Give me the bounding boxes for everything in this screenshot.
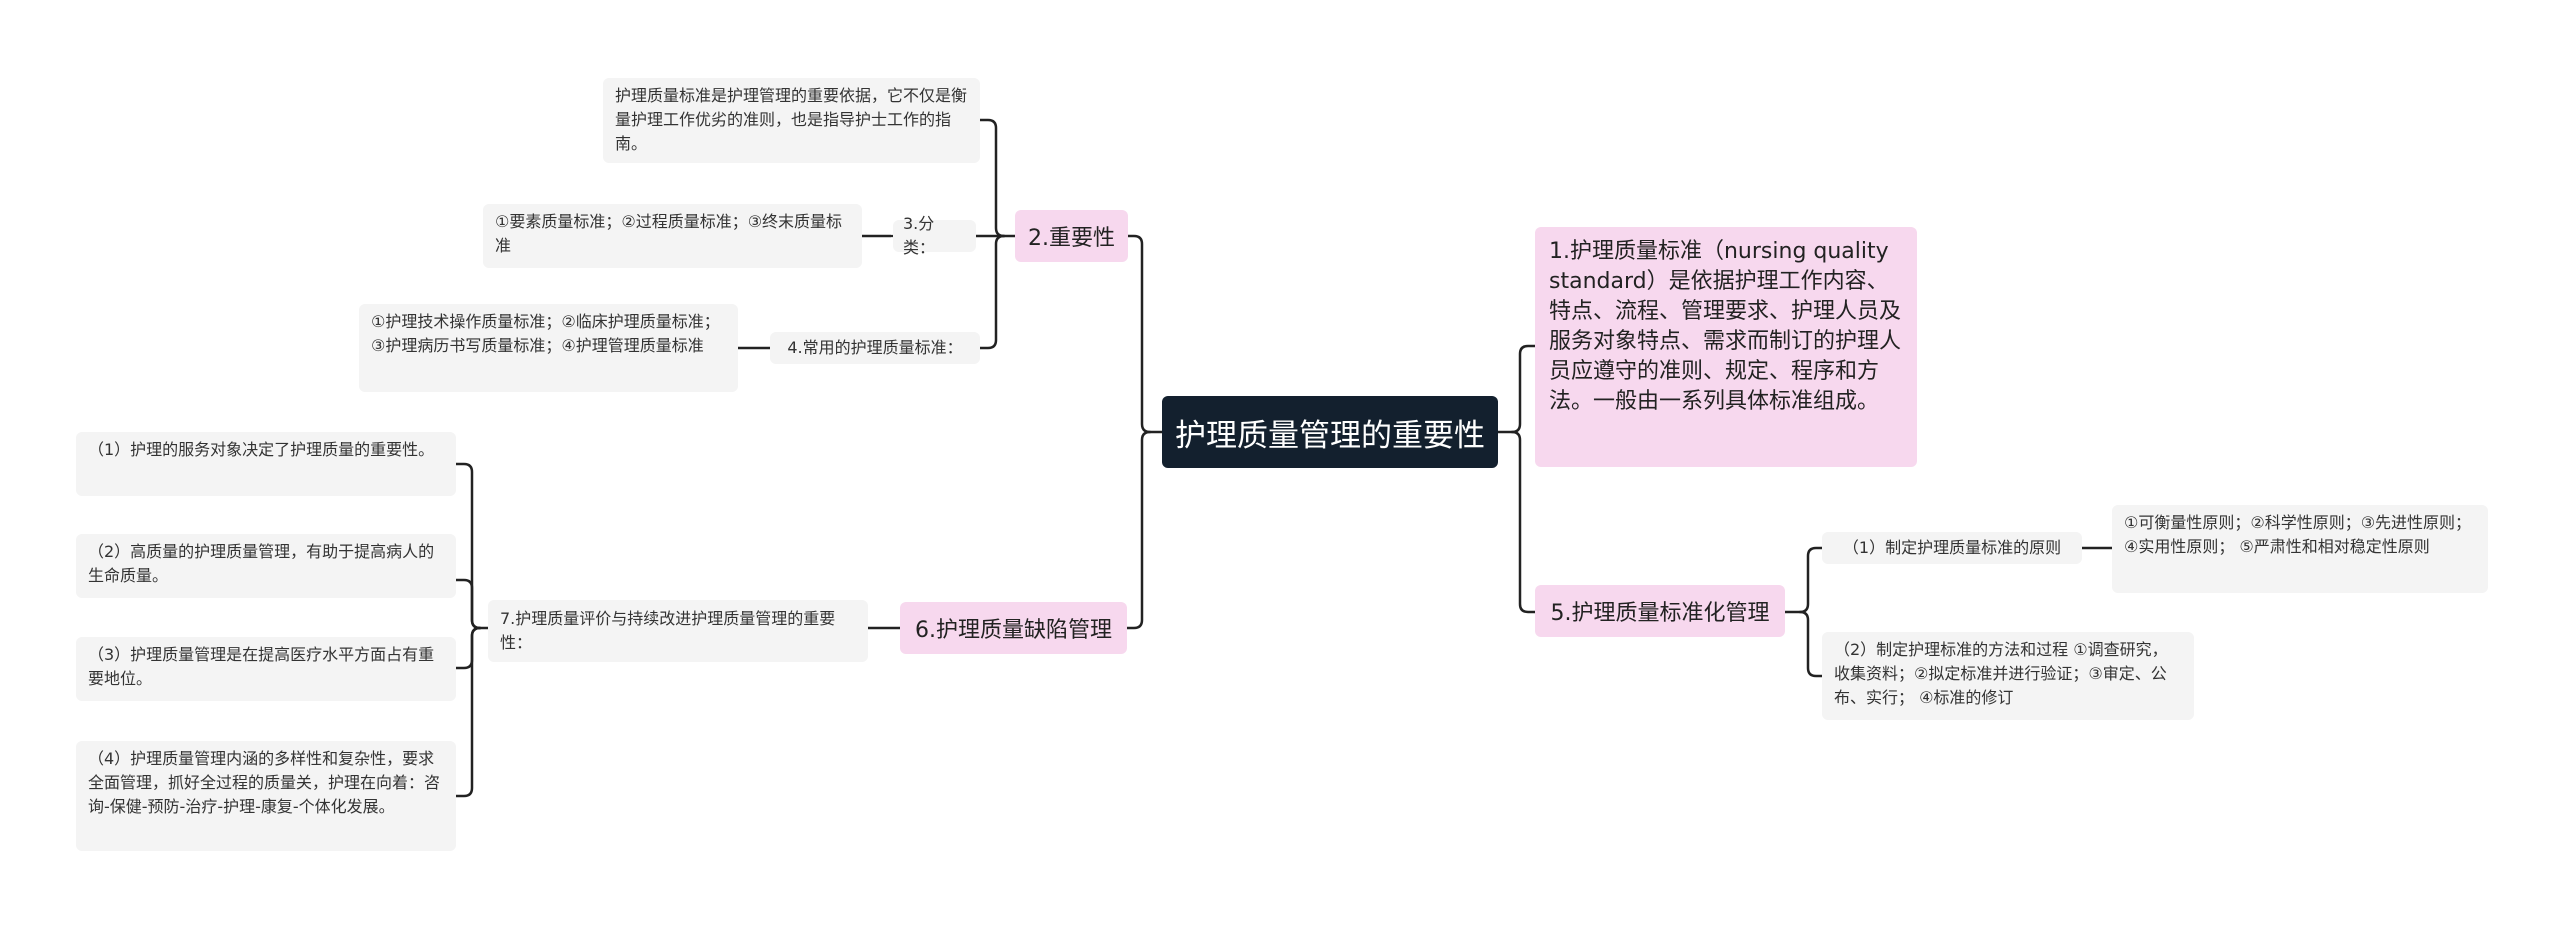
root-topic[interactable]: 护理质量管理的重要性 <box>1162 396 1498 468</box>
connector-importance-common <box>978 234 1006 350</box>
topic-standardization-label: 5.护理质量标准化管理 <box>1550 601 1770 626</box>
root-topic-label: 护理质量管理的重要性 <box>1175 417 1485 454</box>
common-standards-detail-text: ①护理技术操作质量标准；②临床护理质量标准；③护理病历书写质量标准；④护理管理质… <box>371 312 720 355</box>
connector-child-item4 <box>454 626 482 798</box>
connector-root-defect <box>1125 430 1152 630</box>
connector-child-item3 <box>454 626 482 670</box>
topic-common-standards[interactable]: 4.常用的护理质量标准： <box>770 332 980 364</box>
topic-standardization[interactable]: 5.护理质量标准化管理 <box>1535 585 1785 637</box>
topic-definition-text: 1.护理质量标准（nursing quality standard）是依据护理工… <box>1549 239 1902 414</box>
connector-root-left <box>1126 234 1164 434</box>
evaluation-item-1[interactable]: （1）护理的服务对象决定了护理质量的重要性。 <box>76 432 456 496</box>
topic-methods-text: （2）制定护理标准的方法和过程 ①调查研究，收集资料；②拟定标准并进行验证；③审… <box>1834 640 2168 707</box>
common-standards-detail[interactable]: ①护理技术操作质量标准；②临床护理质量标准；③护理病历书写质量标准；④护理管理质… <box>359 304 738 392</box>
connector-child-item2 <box>454 578 482 630</box>
connector-root-std <box>1510 430 1537 614</box>
evaluation-item-3[interactable]: （3）护理质量管理是在提高医疗水平方面占有重要地位。 <box>76 637 456 701</box>
principles-detail-text: ①可衡量性原则；②科学性原则；③先进性原则；④实用性原则； ⑤严肃性和相对稳定性… <box>2124 513 2472 556</box>
topic-importance[interactable]: 2.重要性 <box>1015 210 1128 262</box>
topic-defect-management[interactable]: 6.护理质量缺陷管理 <box>900 602 1127 654</box>
evaluation-item-2-text: （2）高质量的护理质量管理，有助于提高病人的生命质量。 <box>88 542 435 585</box>
topic-evaluation[interactable]: 7.护理质量评价与持续改进护理质量管理的重要性： <box>488 600 868 662</box>
topic-evaluation-label: 7.护理质量评价与持续改进护理质量管理的重要性： <box>500 609 836 652</box>
topic-common-standards-label: 4.常用的护理质量标准： <box>787 338 963 357</box>
topic-definition[interactable]: 1.护理质量标准（nursing quality standard）是依据护理工… <box>1535 227 1917 467</box>
importance-note[interactable]: 护理质量标准是护理管理的重要依据，它不仅是衡量护理工作优劣的准则，也是指导护士工… <box>603 78 980 163</box>
evaluation-item-1-text: （1）护理的服务对象决定了护理质量的重要性。 <box>88 440 435 459</box>
classification-detail-text: ①要素质量标准；②过程质量标准；③终末质量标准 <box>495 212 843 255</box>
connector-importance <box>978 118 1017 238</box>
principles-detail[interactable]: ①可衡量性原则；②科学性原则；③先进性原则；④实用性原则； ⑤严肃性和相对稳定性… <box>2112 505 2488 593</box>
connector-std <box>1783 546 1824 614</box>
connector-root-right <box>1496 344 1537 434</box>
evaluation-item-2[interactable]: （2）高质量的护理质量管理，有助于提高病人的生命质量。 <box>76 534 456 598</box>
topic-defect-management-label: 6.护理质量缺陷管理 <box>915 618 1112 643</box>
classification-detail[interactable]: ①要素质量标准；②过程质量标准；③终末质量标准 <box>483 204 862 268</box>
topic-importance-label: 2.重要性 <box>1028 226 1115 251</box>
topic-principles[interactable]: （1）制定护理质量标准的原则 <box>1822 532 2082 564</box>
importance-note-text: 护理质量标准是护理管理的重要依据，它不仅是衡量护理工作优劣的准则，也是指导护士工… <box>615 86 968 153</box>
topic-classification-label: 3.分类： <box>903 214 936 257</box>
connector-std-methods <box>1798 610 1824 678</box>
evaluation-item-4[interactable]: （4）护理质量管理内涵的多样性和复杂性，要求全面管理，抓好全过程的质量关，护理在… <box>76 741 456 851</box>
topic-methods[interactable]: （2）制定护理标准的方法和过程 ①调查研究，收集资料；②拟定标准并进行验证；③审… <box>1822 632 2194 720</box>
evaluation-item-4-text: （4）护理质量管理内涵的多样性和复杂性，要求全面管理，抓好全过程的质量关，护理在… <box>88 749 441 816</box>
evaluation-item-3-text: （3）护理质量管理是在提高医疗水平方面占有重要地位。 <box>88 645 435 688</box>
topic-principles-label: （1）制定护理质量标准的原则 <box>1842 538 2062 557</box>
topic-classification[interactable]: 3.分类： <box>893 214 976 257</box>
